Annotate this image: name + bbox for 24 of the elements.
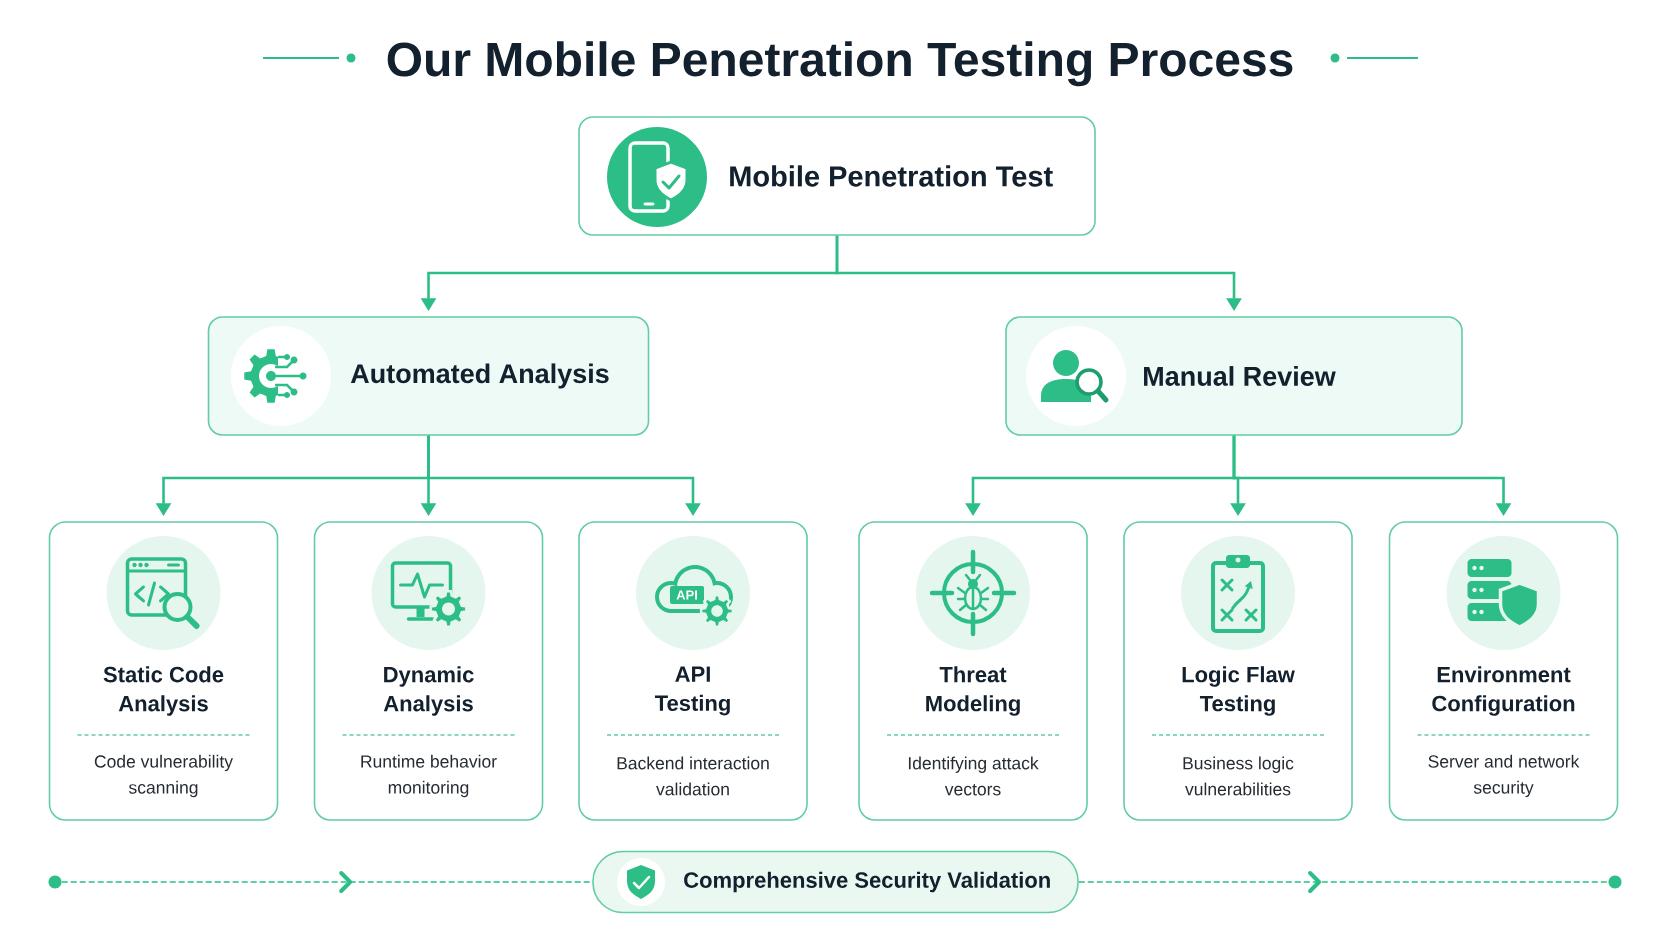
summary-banner: Comprehensive Security Validation — [592, 850, 1079, 914]
process-card — [858, 521, 1088, 821]
icon-label: API — [676, 590, 697, 600]
card-title: Environment Configuration — [1432, 666, 1575, 716]
process-card — [1388, 521, 1619, 821]
card-title: Threat Modeling — [926, 666, 1020, 716]
card-title: Static Code Analysis — [103, 666, 224, 716]
process-card — [1123, 521, 1353, 821]
category-box: Manual Review — [1005, 316, 1463, 436]
card-title: Logic Flaw Testing — [1182, 666, 1295, 716]
card-description: Backend interaction validation — [617, 756, 769, 796]
category-box: Automated Analysis — [207, 316, 650, 436]
process-box: Mobile Penetration Test — [578, 116, 1096, 236]
process-card — [578, 521, 808, 821]
card-description: Server and network security — [1428, 754, 1580, 798]
card-title: Dynamic Analysis — [383, 666, 474, 716]
process-card — [313, 521, 544, 821]
process-card — [48, 521, 279, 821]
card-description: Identifying attack vectors — [908, 756, 1039, 796]
card-description: Runtime behavior monitoring — [361, 754, 497, 798]
card-description: Code vulnerability scanning — [94, 754, 233, 798]
card-description: Business logic vulnerabilities — [1183, 756, 1294, 796]
title: Our Mobile Penetration Testing Process — [387, 41, 1293, 87]
card-title: API Testing — [654, 666, 730, 716]
